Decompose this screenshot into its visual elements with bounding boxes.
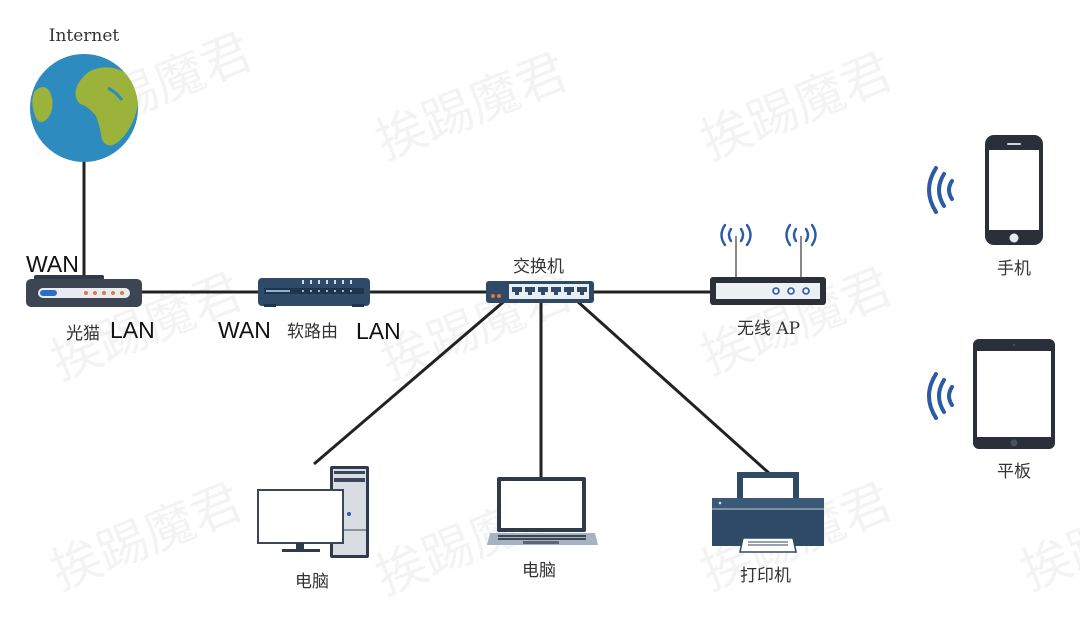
watermark: 挨踢魔君	[43, 472, 250, 601]
watermark: 挨踢魔君	[368, 42, 575, 171]
watermark: 挨踢魔君	[1013, 472, 1080, 601]
phone-node[interactable]: 手机	[927, 135, 1043, 279]
printer-node[interactable]: 打印机	[712, 472, 824, 586]
modem-icon	[26, 275, 142, 307]
wifi-signal-icon	[927, 372, 954, 420]
desktop-node[interactable]: 电脑	[257, 466, 369, 592]
links	[82, 158, 772, 478]
router-lan-port-label: LAN	[356, 318, 401, 344]
laptop-node[interactable]: 电脑	[487, 477, 598, 581]
ap-node[interactable]: 无线 AP	[710, 223, 826, 339]
link-switch-printer	[565, 290, 772, 476]
globe-icon	[30, 54, 138, 162]
internet-label: Internet	[49, 26, 120, 46]
switch-icon	[486, 281, 594, 303]
printer-label: 打印机	[740, 566, 791, 586]
tablet-node[interactable]: 平板	[927, 339, 1055, 482]
printer-icon	[712, 472, 824, 553]
modem-node[interactable]: WAN 光猫 LAN	[26, 251, 155, 344]
modem-lan-port-label: LAN	[110, 317, 155, 343]
laptop-label: 电脑	[522, 561, 556, 581]
ap-label: 无线 AP	[737, 319, 800, 339]
link-switch-desktop	[313, 290, 516, 466]
ap-icon	[710, 236, 826, 305]
wifi-signal-icon	[927, 166, 954, 214]
desktop-pc-icon	[257, 466, 369, 558]
laptop-icon	[487, 477, 598, 545]
router-icon	[258, 278, 370, 307]
phone-label: 手机	[997, 259, 1031, 279]
tablet-label: 平板	[997, 462, 1031, 482]
desktop-label: 电脑	[295, 572, 329, 592]
internet-node[interactable]: Internet	[30, 26, 138, 162]
router-wan-port-label: WAN	[218, 317, 271, 343]
router-label: 软路由	[287, 322, 338, 342]
switch-label: 交换机	[513, 257, 564, 277]
modem-label: 光猫	[66, 324, 100, 344]
antenna-wifi-icon	[720, 223, 817, 247]
tablet-icon	[973, 339, 1055, 449]
watermark: 挨踢魔君	[693, 42, 900, 171]
phone-icon	[985, 135, 1043, 245]
modem-wan-port-label: WAN	[26, 251, 79, 277]
router-node[interactable]: WAN 软路由 LAN	[218, 278, 401, 344]
switch-node[interactable]: 交换机	[486, 257, 594, 303]
